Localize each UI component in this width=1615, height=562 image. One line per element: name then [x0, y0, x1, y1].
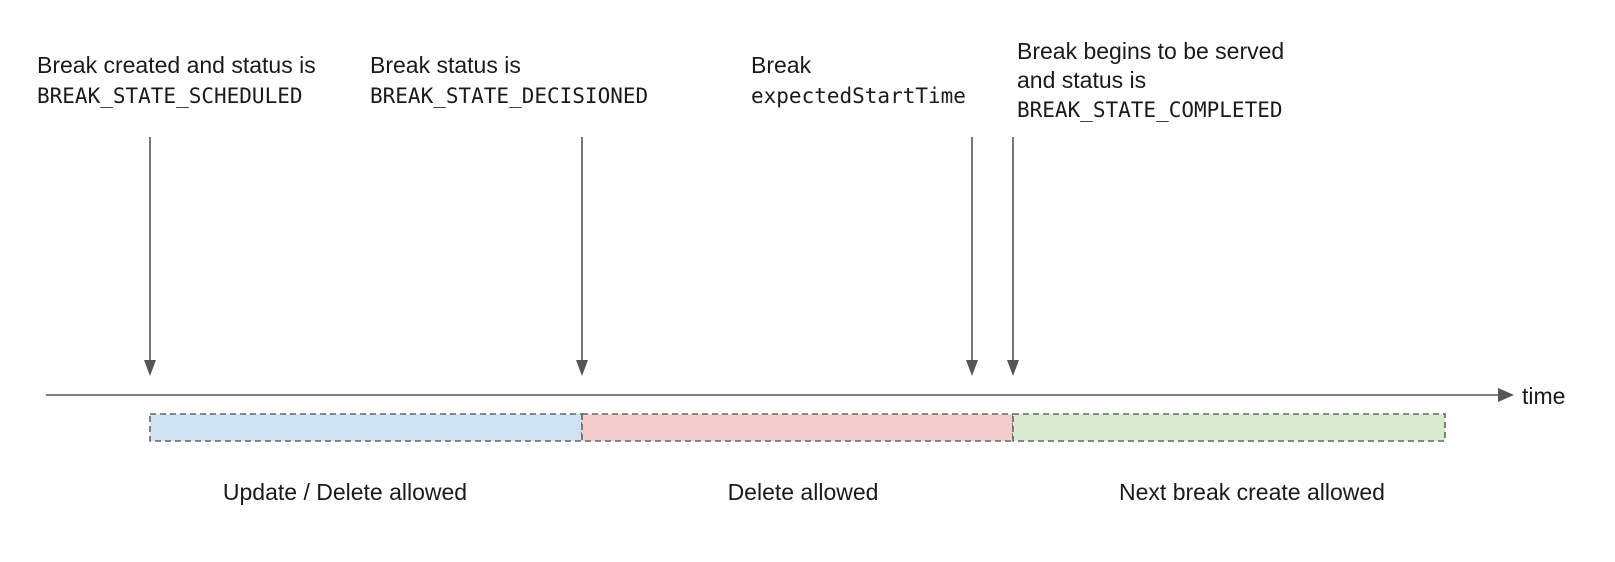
- time-axis: time: [46, 383, 1565, 409]
- time-axis-label: time: [1522, 383, 1565, 409]
- event-decisioned-code: BREAK_STATE_DECISIONED: [370, 84, 648, 108]
- event-expected-start-code: expectedStartTime: [751, 84, 966, 108]
- event-expected-start: Break expectedStartTime: [751, 52, 966, 108]
- event-completed-arrow: [1007, 137, 1019, 376]
- phase-update-delete-label: Update / Delete allowed: [223, 479, 467, 505]
- time-axis-arrowhead: [1498, 388, 1514, 402]
- phase-delete-label: Delete allowed: [728, 479, 879, 505]
- event-expected-start-arrow: [966, 137, 978, 376]
- event-decisioned-arrow: [576, 137, 588, 376]
- event-completed-code: BREAK_STATE_COMPLETED: [1017, 98, 1283, 122]
- event-completed-text-line2: and status is: [1017, 67, 1146, 93]
- event-scheduled-arrow: [144, 137, 156, 376]
- event-completed-text: Break begins to be served: [1017, 38, 1284, 64]
- event-decisioned-text: Break status is: [370, 52, 521, 78]
- phase-update-delete-bar: [149, 413, 583, 442]
- phase-next-create-bar: [1012, 413, 1446, 442]
- event-completed: Break begins to be served and status is …: [1017, 38, 1284, 122]
- event-scheduled: Break created and status is BREAK_STATE_…: [37, 52, 316, 108]
- event-expected-start-text: Break: [751, 52, 812, 78]
- event-scheduled-text: Break created and status is: [37, 52, 316, 78]
- phase-next-create-label: Next break create allowed: [1119, 479, 1385, 505]
- event-decisioned: Break status is BREAK_STATE_DECISIONED: [370, 52, 648, 108]
- phase-delete-bar: [581, 413, 1014, 442]
- event-scheduled-code: BREAK_STATE_SCHEDULED: [37, 84, 303, 108]
